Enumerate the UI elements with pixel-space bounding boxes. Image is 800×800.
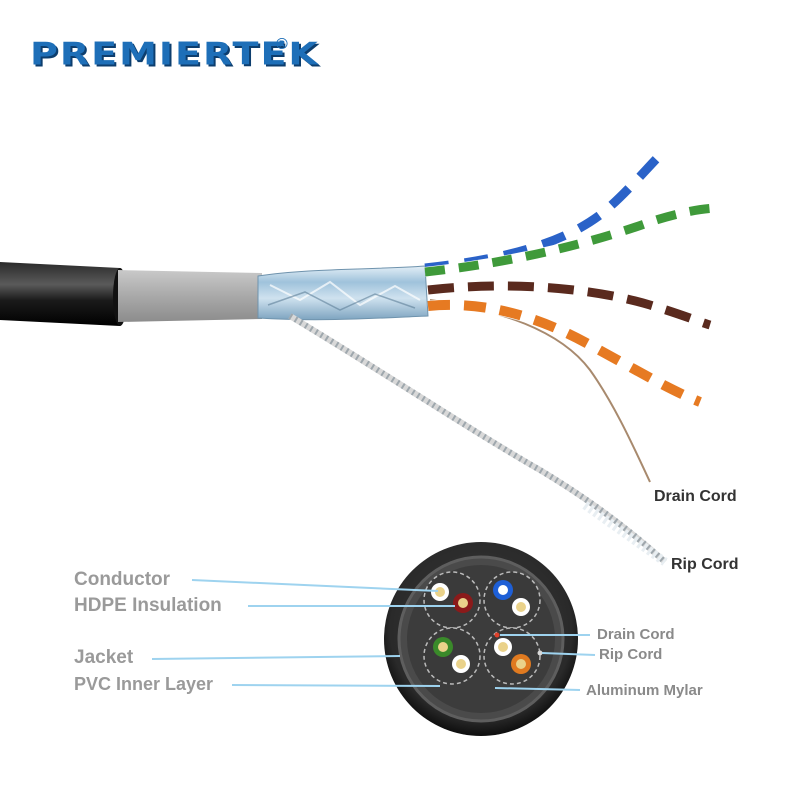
rip-dot bbox=[537, 650, 543, 656]
aluminum-foil bbox=[257, 265, 429, 321]
orange-pair bbox=[427, 299, 703, 408]
aluminum-mylar-label: Aluminum Mylar bbox=[586, 682, 703, 699]
pair-top-right bbox=[483, 571, 541, 629]
cs-drain-cord-label: Drain Cord bbox=[597, 626, 675, 643]
brown-pair bbox=[427, 281, 712, 330]
hdpe-insulation-label: HDPE Insulation bbox=[74, 595, 222, 616]
conductor-label: Conductor bbox=[74, 569, 171, 590]
rip-cord bbox=[288, 313, 668, 566]
outer-jacket bbox=[0, 262, 127, 326]
pair-top-left bbox=[423, 571, 481, 629]
drain-dot bbox=[494, 632, 500, 638]
pvc-inner-layer-label: PVC Inner Layer bbox=[74, 674, 214, 694]
green-pair bbox=[424, 203, 721, 277]
jacket-label: Jacket bbox=[74, 647, 134, 668]
pair-bottom-right bbox=[483, 627, 541, 685]
pair-bottom-left bbox=[423, 627, 481, 685]
pvc-inner-layer bbox=[118, 270, 262, 322]
rip-cord-label: Rip Cord bbox=[671, 556, 739, 573]
registered-mark: ® bbox=[276, 36, 288, 53]
leader-lines bbox=[151, 579, 596, 691]
brand-logo: PREMIERTEK bbox=[30, 36, 320, 73]
cs-rip-cord-label: Rip Cord bbox=[599, 646, 663, 663]
drain-cord-label: Drain Cord bbox=[654, 488, 737, 505]
cross-section bbox=[151, 542, 596, 736]
